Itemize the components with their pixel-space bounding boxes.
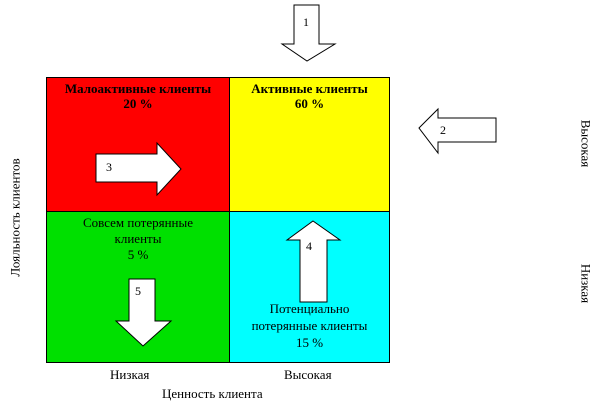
quadrant-active: Активные клиенты 60 % — [230, 78, 389, 212]
quadrant-lost-line2: клиенты — [114, 231, 162, 246]
quadrant-potentially-lost-line1: Потенциально — [269, 301, 350, 316]
arrow-5-down: 5 — [114, 278, 173, 347]
quadrant-potentially-lost-line2: потерянные клиенты — [251, 318, 368, 333]
x-axis-low-label: Низкая — [110, 367, 150, 382]
arrow-4-up: 4 — [285, 220, 342, 303]
quadrant-lost-value: 5 % — [127, 247, 149, 262]
quadrant-low-activity-title: Малоактивные клиенты — [64, 81, 212, 96]
x-axis-title: Ценность клиента — [162, 386, 263, 401]
y-axis-high-label: Высокая — [578, 119, 594, 168]
x-axis-high-label: Высокая — [284, 367, 332, 382]
quadrant-low-activity-value: 20 % — [123, 96, 153, 111]
quadrant-active-value: 60 % — [294, 96, 325, 111]
arrow-2-left: 2 — [418, 107, 497, 155]
y-axis-low-label: Низкая — [578, 263, 594, 304]
quadrant-low-activity: Малоактивные клиенты 20 % — [47, 78, 230, 212]
arrow-1-down: 1 — [280, 4, 337, 62]
quadrant-active-title: Активные клиенты — [251, 81, 368, 96]
arrow-3-number: 3 — [106, 160, 112, 174]
quadrant-potentially-lost-value: 15 % — [295, 335, 324, 350]
arrow-2-number: 2 — [440, 123, 446, 137]
y-axis-title: Лояльность клиентов — [7, 158, 23, 277]
arrow-5-number: 5 — [135, 284, 141, 298]
arrow-1-number: 1 — [303, 15, 309, 29]
arrow-3-right: 3 — [95, 141, 182, 197]
quadrant-lost-line1: Совсем потерянные — [82, 215, 194, 230]
arrow-4-number: 4 — [306, 239, 312, 253]
